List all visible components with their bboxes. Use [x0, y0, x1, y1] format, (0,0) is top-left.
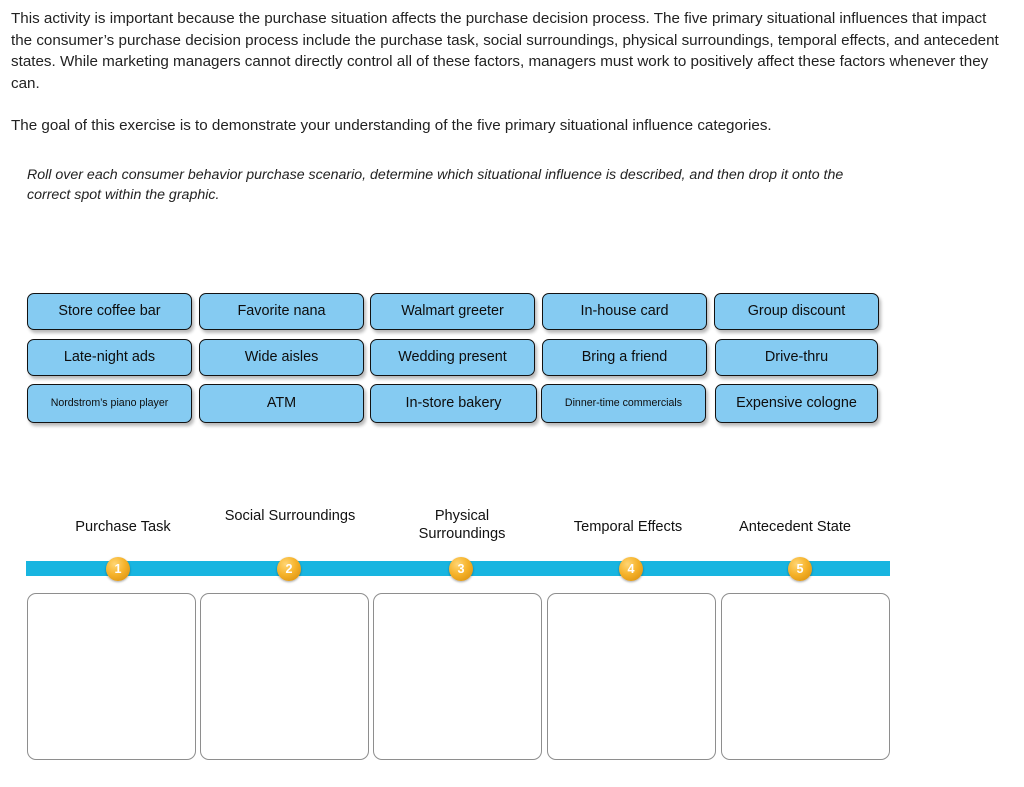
scenario-tile-label: ATM [266, 394, 297, 411]
scenario-tile[interactable]: Dinner-time commercials [541, 384, 706, 423]
dropzone-social-surroundings[interactable] [200, 593, 369, 760]
intro-paragraph-2: The goal of this exercise is to demonstr… [11, 117, 772, 134]
scenario-tile-label: Wide aisles [244, 348, 319, 365]
axis-marker-number: 5 [796, 561, 804, 576]
scenario-tile[interactable]: Wide aisles [199, 339, 364, 376]
scenario-tile[interactable]: ATM [199, 384, 364, 423]
dropzone-temporal-effects[interactable] [547, 593, 716, 760]
scenario-tile-label: In-store bakery [405, 394, 502, 411]
category-label-1: Purchase Task [75, 519, 171, 535]
scenario-tile[interactable]: Bring a friend [542, 339, 707, 376]
intro-paragraph-1: This activity is important because the p… [11, 10, 999, 92]
scenario-tile-label: Walmart greeter [401, 302, 504, 319]
scenario-tile[interactable]: Late-night ads [27, 339, 192, 376]
axis-marker-number: 2 [285, 561, 293, 576]
dropzone-purchase-task[interactable] [27, 593, 196, 760]
category-label-4: Temporal Effects [573, 519, 683, 535]
scenario-tile-label: Late-night ads [63, 348, 156, 365]
scenario-tile[interactable]: In-store bakery [370, 384, 537, 423]
scenario-tile[interactable]: Store coffee bar [27, 293, 192, 330]
axis-marker-number: 4 [627, 561, 635, 576]
scenario-tile[interactable]: Wedding present [370, 339, 535, 376]
scenario-tile[interactable]: Favorite nana [199, 293, 364, 330]
scenario-tile[interactable]: In-house card [542, 293, 707, 330]
scenario-tile-label: Dinner-time commercials [564, 396, 683, 409]
axis-marker-2[interactable]: 2 [277, 557, 301, 581]
scenario-tile-label: Group discount [747, 302, 846, 319]
axis-marker-1[interactable]: 1 [106, 557, 130, 581]
axis-marker-4[interactable]: 4 [619, 557, 643, 581]
scenario-tile[interactable]: Nordstrom’s piano player [27, 384, 192, 423]
activity-intro: This activity is important because the p… [11, 8, 1011, 137]
scenario-tile[interactable]: Walmart greeter [370, 293, 535, 330]
scenario-tile-label: Favorite nana [237, 302, 326, 319]
axis-marker-number: 3 [457, 561, 465, 576]
dropzone-physical-surroundings[interactable] [373, 593, 542, 760]
scenario-tile-label: Wedding present [398, 348, 507, 365]
scenario-tile[interactable]: Expensive cologne [715, 384, 878, 423]
axis-marker-number: 1 [114, 561, 122, 576]
axis-marker-3[interactable]: 3 [449, 557, 473, 581]
activity-instructions: Roll over each consumer behavior purchas… [27, 167, 844, 203]
scenario-tile-label: In-house card [580, 302, 669, 319]
scenario-tile-label: Bring a friend [581, 348, 668, 365]
axis-marker-5[interactable]: 5 [788, 557, 812, 581]
scenario-tile-label: Drive-thru [764, 348, 829, 365]
category-label-2: Social Surroundings [224, 508, 356, 524]
scenario-tile-label: Nordstrom’s piano player [50, 396, 169, 409]
scenario-tile-label: Store coffee bar [58, 302, 161, 319]
scenario-tile-label: Expensive cologne [736, 394, 857, 411]
category-label-3: Physical Surroundings [418, 508, 506, 542]
scenario-tile[interactable]: Group discount [714, 293, 879, 330]
dropzone-antecedent-state[interactable] [721, 593, 890, 760]
category-label-5: Antecedent State [739, 519, 851, 535]
scenario-tile[interactable]: Drive-thru [715, 339, 878, 376]
